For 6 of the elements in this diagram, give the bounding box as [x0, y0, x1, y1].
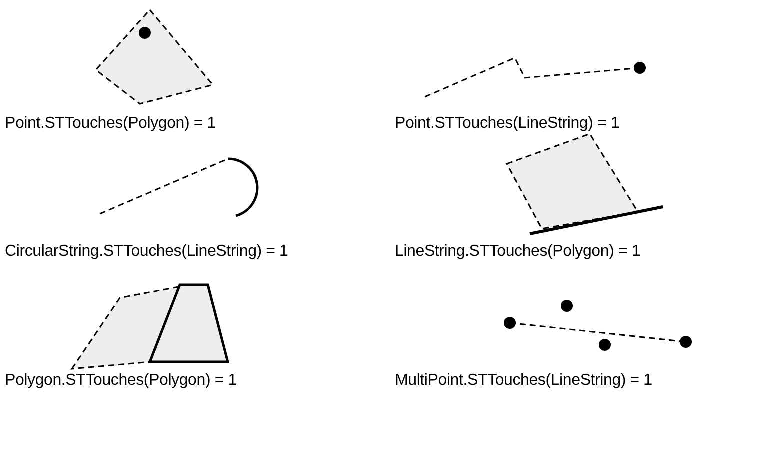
- caption: Polygon.STTouches(Polygon) = 1: [5, 372, 237, 390]
- caption: Point.STTouches(Polygon) = 1: [5, 115, 216, 133]
- caption: LineString.STTouches(Polygon) = 1: [395, 243, 641, 261]
- caption: Point.STTouches(LineString) = 1: [395, 115, 620, 133]
- caption: CircularString.STTouches(LineString) = 1: [5, 243, 288, 261]
- caption: MultiPoint.STTouches(LineString) = 1: [395, 372, 652, 390]
